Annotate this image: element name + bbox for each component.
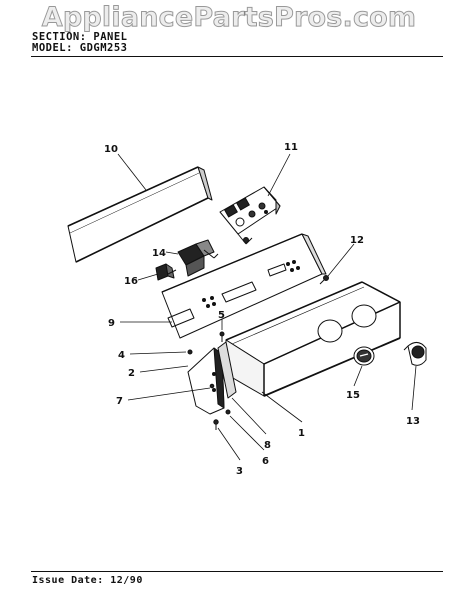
watermark: AppliancePartsPros.com	[41, 2, 417, 34]
callout-labels: 10 11 12 14 16 9 5 4 2 7 1 8 6 3 15 13	[104, 142, 420, 477]
callout-1: 1	[298, 428, 305, 439]
part-13-timer-knob	[403, 342, 427, 366]
part-5-screw	[219, 331, 225, 342]
part-9-panel-backplate	[161, 233, 327, 339]
part-2-end-cap	[187, 347, 225, 415]
callout-3: 3	[236, 466, 243, 477]
part-6-screw	[225, 409, 231, 415]
issue-date: Issue Date: 12/90	[32, 575, 143, 586]
model-label: MODEL: GDGM253	[32, 42, 128, 54]
callout-4: 4	[118, 350, 125, 361]
callout-15: 15	[346, 390, 360, 401]
part-3-screw	[213, 419, 219, 430]
leader-lines	[117, 153, 417, 461]
part-7-screw	[209, 383, 215, 389]
header-rule	[31, 56, 443, 57]
callout-11: 11	[284, 142, 298, 153]
callout-16: 16	[124, 276, 138, 287]
callout-10: 10	[104, 144, 118, 155]
callout-8: 8	[264, 440, 271, 451]
part-11-timer	[219, 186, 281, 245]
part-15-knob	[353, 346, 375, 366]
callout-9: 9	[108, 318, 115, 329]
callout-2: 2	[128, 368, 135, 379]
callout-13: 13	[406, 416, 420, 427]
callout-7: 7	[116, 396, 123, 407]
part-4-clip	[187, 349, 193, 355]
callout-14: 14	[152, 248, 166, 259]
part-8-trim-strip	[217, 341, 237, 399]
part-10-rear-panel	[67, 166, 213, 263]
callout-12: 12	[350, 235, 364, 246]
part-12-screw	[319, 275, 329, 285]
footer-rule	[31, 571, 443, 572]
part-16-push-switch	[155, 263, 177, 281]
callout-6: 6	[262, 456, 269, 467]
part-1-control-console	[225, 281, 401, 397]
callout-5: 5	[218, 310, 225, 321]
part-14-switch	[177, 239, 219, 277]
section-label: SECTION: PANEL	[32, 31, 128, 43]
